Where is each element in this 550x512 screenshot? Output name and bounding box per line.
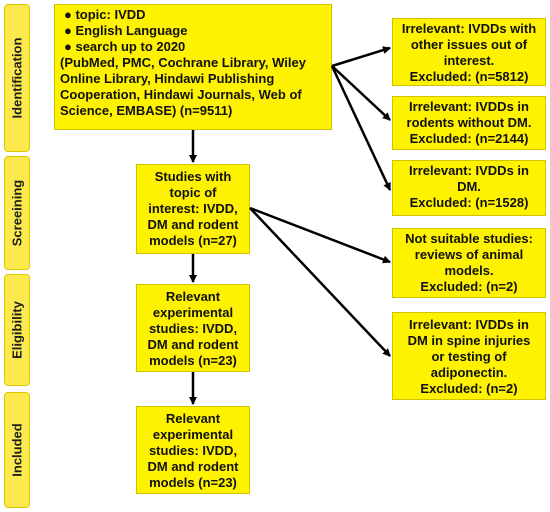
phase-identification: Identification — [4, 4, 30, 152]
screening-line: DM and rodent — [147, 217, 239, 232]
exclusion-line: Irrelevant: IVDDs in — [409, 163, 529, 178]
eligibility-line: Relevant — [165, 289, 221, 304]
included-line: DM and rodent — [147, 459, 239, 474]
exclusion-line: Irrelevant: IVDDs in — [409, 99, 529, 114]
exclusion-box-5: Irrelevant: IVDDs in DM in spine injurie… — [392, 312, 546, 400]
databases-line: (PubMed, PMC, Cochrane Library, Wiley — [60, 55, 306, 70]
eligibility-line: experimental — [152, 305, 234, 320]
eligibility-box: Relevant experimental studies: IVDD, DM … — [136, 284, 250, 372]
databases-line: Online Library, Hindawi Publishing — [60, 71, 275, 86]
screening-line: topic of — [169, 185, 217, 200]
exclusion-line: reviews of animal — [414, 247, 524, 262]
phase-screening: Screeining — [4, 156, 30, 270]
exclusion-line: Irrelevant: IVDDs in — [409, 317, 529, 332]
screening-line: models (n=27) — [149, 233, 237, 248]
exclusion-line: Excluded: (n=2) — [420, 381, 518, 396]
exclusion-box-4: Not suitable studies: reviews of animal … — [392, 228, 546, 298]
bullet-topic: ● topic: IVDD — [64, 7, 146, 22]
exclusion-line: Not suitable studies: — [405, 231, 533, 246]
databases-line: Cooperation, Hindawi Journals, Web of — [60, 87, 302, 102]
arrow-to-exclusion-4 — [249, 206, 391, 264]
arrow-to-exclusion-5 — [249, 207, 391, 357]
identification-box: ● topic: IVDD ● English Language ● searc… — [54, 4, 332, 130]
exclusion-box-3: Irrelevant: IVDDs in DM. Excluded: (n=15… — [392, 160, 546, 216]
exclusion-box-1: Irrelevant: IVDDs with other issues out … — [392, 18, 546, 86]
screening-line: Studies with — [154, 169, 232, 184]
exclusion-line: rodents without DM. — [406, 115, 532, 130]
eligibility-line: DM and rodent — [147, 337, 239, 352]
included-line: Relevant — [165, 411, 221, 426]
included-line: models (n=23) — [149, 475, 237, 490]
screening-box: Studies with topic of interest: IVDD, DM… — [136, 164, 250, 254]
exclusion-line: Excluded: (n=1528) — [409, 195, 529, 210]
exclusion-line: Excluded: (n=2) — [420, 279, 518, 294]
exclusion-line: Excluded: (n=5812) — [409, 69, 529, 84]
eligibility-line: studies: IVDD, — [148, 321, 238, 336]
exclusion-line: interest. — [443, 53, 495, 68]
arrow-to-exclusion-2 — [331, 65, 391, 121]
exclusion-box-2: Irrelevant: IVDDs in rodents without DM.… — [392, 96, 546, 150]
eligibility-line: models (n=23) — [149, 353, 237, 368]
bullet-search: ● search up to 2020 — [64, 39, 186, 54]
included-line: studies: IVDD, — [148, 443, 238, 458]
included-box: Relevant experimental studies: IVDD, DM … — [136, 406, 250, 494]
exclusion-line: DM in spine injuries — [407, 333, 531, 348]
arrow-to-exclusion-1 — [331, 46, 391, 68]
exclusion-line: Excluded: (n=2144) — [409, 131, 529, 146]
included-line: experimental — [152, 427, 234, 442]
arrow-to-exclusion-3 — [330, 65, 392, 191]
exclusion-line: Irrelevant: IVDDs with — [401, 21, 537, 36]
exclusion-line: DM. — [457, 179, 481, 194]
phase-included: Included — [4, 392, 30, 508]
databases-line: Science, EMBASE) (n=9511) — [60, 103, 233, 118]
exclusion-line: models. — [444, 263, 494, 278]
screening-line: interest: IVDD, — [148, 201, 238, 216]
exclusion-line: adiponectin. — [430, 365, 508, 380]
exclusion-line: other issues out of — [410, 37, 528, 52]
bullet-language: ● English Language — [64, 23, 188, 38]
phase-eligibility: Eligibility — [4, 274, 30, 386]
exclusion-line: or testing of — [431, 349, 507, 364]
